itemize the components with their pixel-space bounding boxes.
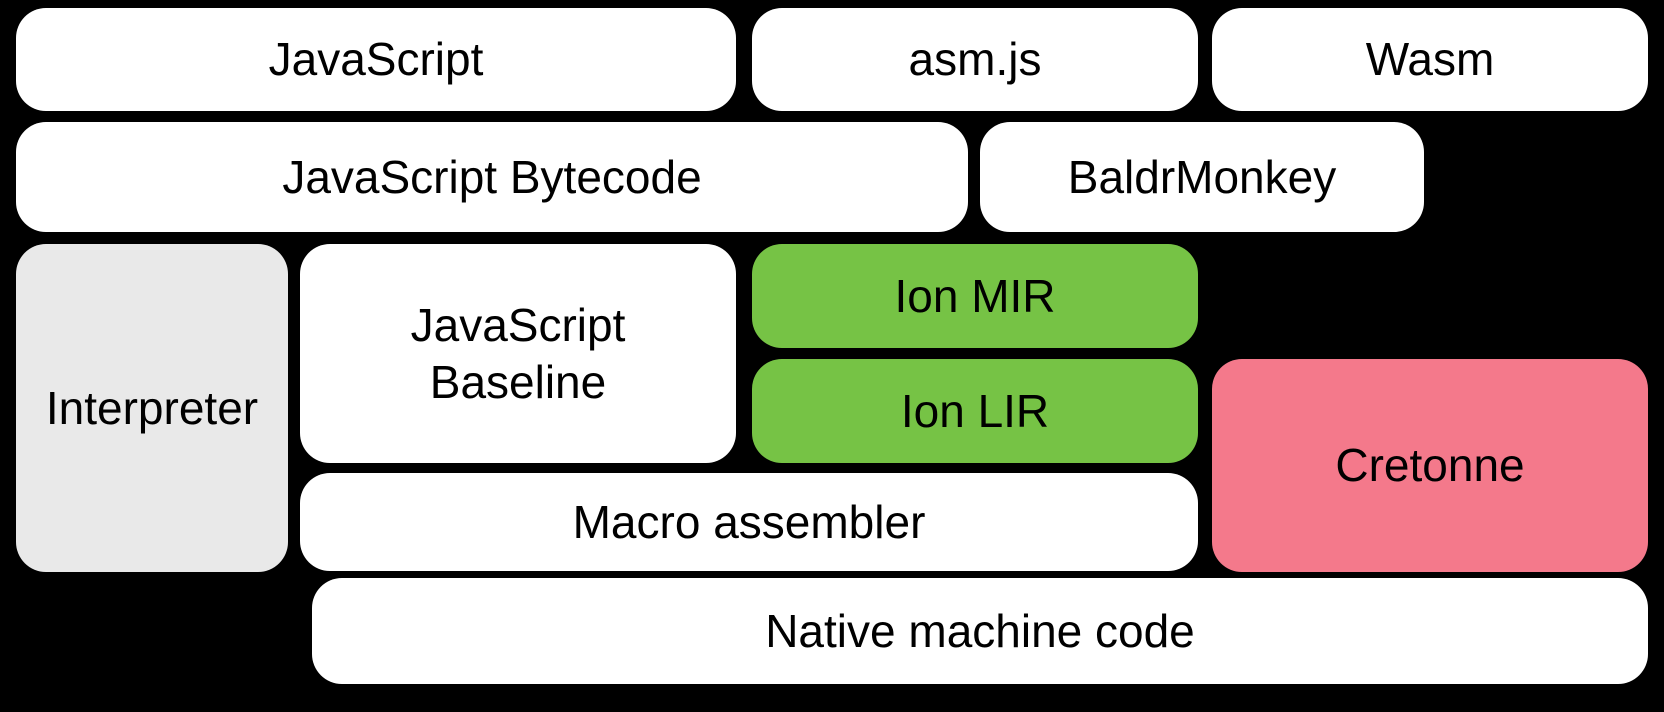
node-javascript-baseline: JavaScript Baseline — [300, 244, 736, 463]
node-baldrmonkey-label: BaldrMonkey — [1067, 150, 1337, 203]
node-ion-mir: Ion MIR — [752, 244, 1198, 348]
node-javascript-baseline-line1: JavaScript — [410, 299, 626, 352]
node-javascript: JavaScript — [16, 8, 736, 111]
node-ion-lir: Ion LIR — [752, 359, 1198, 463]
node-javascript-label: JavaScript — [268, 33, 484, 86]
node-interpreter: Interpreter — [16, 244, 288, 572]
node-native-machine-code: Native machine code — [312, 578, 1648, 684]
node-native-machine-code-label: Native machine code — [765, 604, 1195, 657]
node-cretonne-label: Cretonne — [1335, 439, 1525, 492]
node-javascript-baseline-line2: Baseline — [429, 355, 607, 408]
node-macro-assembler-label: Macro assembler — [572, 495, 926, 548]
node-macro-assembler: Macro assembler — [300, 473, 1198, 571]
node-asm-js: asm.js — [752, 8, 1198, 111]
node-baldrmonkey: BaldrMonkey — [980, 122, 1424, 232]
node-asm-js-label: asm.js — [908, 33, 1042, 86]
node-ion-lir-label: Ion LIR — [900, 384, 1050, 437]
node-interpreter-label: Interpreter — [45, 381, 259, 434]
node-wasm-label: Wasm — [1365, 33, 1495, 86]
node-ion-mir-label: Ion MIR — [894, 269, 1056, 322]
node-javascript-bytecode: JavaScript Bytecode — [16, 122, 968, 232]
node-javascript-bytecode-label: JavaScript Bytecode — [282, 150, 702, 203]
node-wasm: Wasm — [1212, 8, 1648, 111]
node-cretonne: Cretonne — [1212, 359, 1648, 572]
